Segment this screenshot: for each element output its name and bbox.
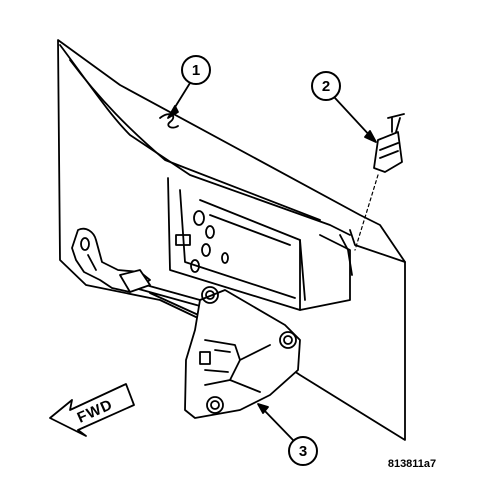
clip-pin [387, 113, 405, 133]
latch-bolt-2-inner [283, 335, 293, 345]
panel-right-lip [349, 229, 406, 263]
clip-ridges [379, 142, 399, 159]
cable-end [119, 269, 151, 293]
panel-hole-2 [205, 225, 215, 239]
panel-inner-ridge-2 [209, 214, 291, 246]
callout-circle-3 [288, 436, 318, 466]
handle-slot [87, 254, 97, 271]
leader-arrowhead-2 [364, 130, 377, 143]
latch-bolt-1-inner [205, 290, 215, 300]
latch-mechanism [204, 339, 271, 393]
leader-curl-1 [159, 113, 179, 129]
trim-panel [57, 39, 406, 441]
figure-code: 813811a7 [388, 458, 436, 470]
panel-slot [175, 234, 191, 246]
latch-bolt-2 [279, 331, 297, 349]
retaining-clip [373, 131, 403, 173]
panel-hole-1 [193, 210, 205, 226]
leader-arrowhead-1 [167, 105, 179, 119]
callout-number-3: 3 [299, 443, 307, 460]
callout-number-1: 1 [192, 62, 200, 79]
latch-bolt-3-inner [210, 400, 220, 410]
leader-line-2 [334, 97, 373, 139]
panel-hole-5 [221, 252, 229, 264]
callout-circle-1 [181, 55, 211, 85]
leader-arrowhead-3 [257, 403, 269, 414]
latch-bolt-1 [201, 286, 219, 304]
panel-hole-3 [201, 243, 211, 257]
latch-tab [199, 351, 211, 365]
callout-number-2: 2 [322, 78, 330, 95]
latch-body [184, 289, 301, 419]
panel-shelf-edge [69, 59, 321, 221]
handle-hole [80, 237, 90, 251]
panel-recess [167, 177, 351, 311]
panel-hole-4 [190, 259, 200, 273]
callout-circle-2 [311, 71, 341, 101]
latch-bolt-3 [206, 396, 224, 414]
panel-recess-inner [179, 189, 296, 299]
leader-line-3 [261, 407, 294, 441]
fwd-arrow-outline [49, 383, 135, 437]
clip-leader-hidden [354, 174, 379, 251]
